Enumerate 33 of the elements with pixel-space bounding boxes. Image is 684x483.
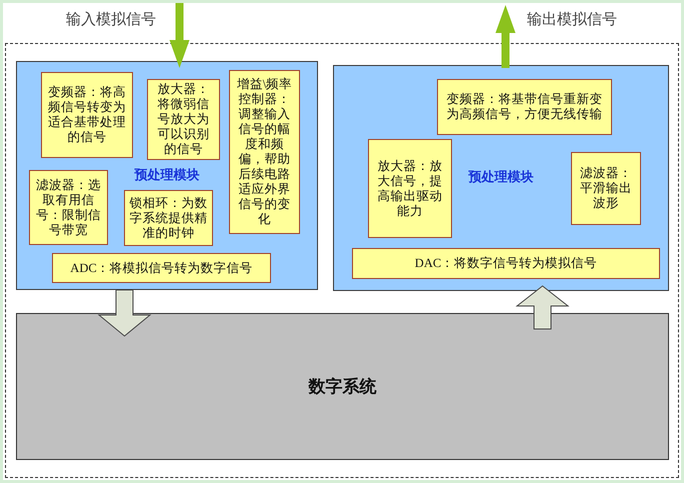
function-block <box>124 190 213 246</box>
block-description: 变频器：将高频信号转变为适合基带处理的信号 <box>47 85 127 145</box>
block-title: 数字系统 <box>308 376 376 396</box>
function-block <box>368 139 452 238</box>
module-panel <box>16 61 318 290</box>
system-block <box>16 313 669 460</box>
block-description: 锁相环：为数字系统提供精准的时钟 <box>129 196 208 240</box>
block-description: 滤波器：平滑输出波形 <box>579 166 633 211</box>
function-block <box>41 72 133 158</box>
edge-label: 输入模拟信号 <box>66 10 156 28</box>
signal-arrow <box>170 3 190 68</box>
block-description: 增益\频率控制器：调整输入信号的幅度和频偏，帮助后续电路适应外界信号的变化 <box>236 77 293 227</box>
function-block <box>229 70 300 234</box>
function-block <box>571 152 641 225</box>
block-description: 放大器：放大信号，提高输出驱动能力 <box>376 158 444 218</box>
block-description: ADC：将模拟信号转为数字信号 <box>70 260 253 276</box>
edge-label: 输出模拟信号 <box>527 10 617 28</box>
function-block <box>52 253 271 283</box>
signal-arrow <box>496 5 516 68</box>
block-description: 变频器：将基带信号重新变为高频信号，方便无线传输 <box>446 92 603 122</box>
dashed-boundary <box>5 43 679 478</box>
function-block <box>147 79 220 160</box>
block-description: 放大器：将微弱信号放大为可以识别的信号 <box>156 82 210 157</box>
function-block <box>352 248 660 279</box>
block-description: DAC：将数字信号转为模拟信号 <box>414 256 598 271</box>
function-block <box>437 79 612 135</box>
panel-title: 预处理模块 <box>468 170 534 186</box>
function-block <box>29 170 108 245</box>
hollow-arrow <box>98 290 152 337</box>
block-description: 滤波器：选取有用信号：限制信号带宽 <box>35 178 102 238</box>
hollow-arrow <box>516 285 570 330</box>
panel-title: 预处理模块 <box>134 168 200 184</box>
module-panel <box>333 65 669 291</box>
